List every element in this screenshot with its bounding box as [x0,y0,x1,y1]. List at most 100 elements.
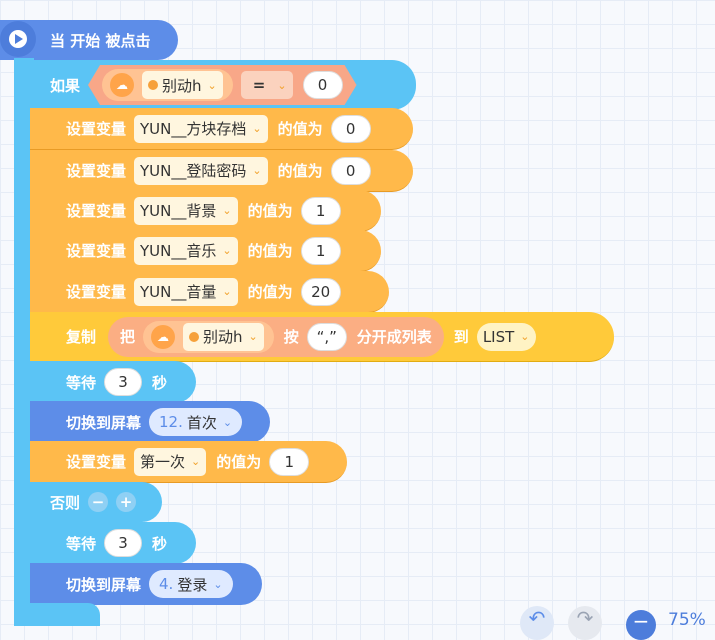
switch-screen-label: 切换到屏幕 [66,413,142,432]
else-label: 否则 [50,493,81,512]
cloud-icon: ☁ [151,324,176,349]
split-expression[interactable]: 把 ☁ 别动h ⌄ 按 “,” 分开成列表 [108,316,444,357]
add-branch-button[interactable]: + [116,492,137,512]
set-var-block-4[interactable]: 设置变量 YUN__音乐⌄ 的值为 1 [30,230,381,272]
chevron-down-icon: ⌄ [520,330,530,343]
set-var-label: 设置变量 [66,162,127,180]
set-var-label: 设置变量 [66,242,127,260]
value-of-label: 的值为 [216,453,262,471]
set-var-block-5[interactable]: 设置变量 YUN__音量⌄ 的值为 20 [30,271,389,313]
chevron-down-icon: ⌄ [277,78,287,92]
user-name-value: 别动h [203,328,243,346]
var-name: YUN__登陆密码 [140,162,247,180]
operator-dropdown[interactable]: = ⌄ [241,71,293,99]
value-of-label: 的值为 [277,120,323,138]
an-label: 按 [283,328,299,346]
else-block-header[interactable]: 否则 − + [14,482,162,522]
if-block-header[interactable]: 如果 ☁ 别动h ⌄ = ⌄ 0 [14,60,416,110]
chevron-down-icon: ⌄ [207,78,217,92]
wait-seconds-input[interactable]: 3 [104,368,143,396]
event-label: 当 开始 被点击 [50,32,151,50]
set-var-block-1[interactable]: 设置变量 YUN__方块存档 ⌄ 的值为 0 [30,108,413,150]
chevron-down-icon: ⌄ [248,330,258,343]
user-name-dropdown[interactable]: 别动h ⌄ [142,71,223,99]
if-label: 如果 [50,76,81,95]
copy-split-block[interactable]: 复制 把 ☁ 别动h ⌄ 按 “,” 分开成列表 到 LIST ⌄ [30,312,614,362]
set-var-label: 设置变量 [66,120,127,138]
var-dropdown[interactable]: 第一次 ⌄ [134,447,207,476]
chevron-down-icon: ⌄ [252,164,262,177]
var-name: YUN__音乐 [140,242,217,260]
wait-label: 等待 [66,534,97,553]
var-dropdown[interactable]: YUN__登陆密码 ⌄ [134,156,268,185]
user-name-value: 别动h [162,76,202,95]
wait-block-2[interactable]: 等待 3 秒 [30,522,196,564]
switch-screen-block-1[interactable]: 切换到屏幕 12. 首次 ⌄ [30,401,270,443]
if-body-rail [14,108,30,484]
seconds-label: 秒 [152,534,168,553]
redo-button[interactable]: ↷ [568,606,602,640]
undo-icon: ↶ [528,606,546,630]
screen-dropdown[interactable]: 12. 首次 ⌄ [149,408,243,436]
list-dropdown[interactable]: LIST ⌄ [476,322,536,351]
user-icon [189,331,200,342]
condition-hexagon[interactable]: ☁ 别动h ⌄ = ⌄ 0 [88,65,357,105]
to-label: 到 [453,328,469,346]
user-name-reporter[interactable]: ☁ 别动h ⌄ [102,69,233,101]
set-var-label: 设置变量 [66,283,127,301]
remove-branch-button[interactable]: − [88,492,109,512]
value-input[interactable]: 1 [269,447,310,476]
split-label: 分开成列表 [356,328,432,346]
set-var-label: 设置变量 [66,453,127,471]
undo-button[interactable]: ↶ [520,606,554,640]
compare-value-input[interactable]: 0 [303,71,343,99]
copy-label: 复制 [66,328,97,346]
ba-label: 把 [120,328,136,346]
user-name-reporter[interactable]: ☁ 别动h ⌄ [143,320,274,353]
chevron-down-icon: ⌄ [252,122,262,135]
cloud-icon: ☁ [110,73,134,97]
set-var-block-2[interactable]: 设置变量 YUN__登陆密码 ⌄ 的值为 0 [30,150,413,192]
wait-label: 等待 [66,373,97,392]
screen-number: 12. [159,413,183,431]
value-input[interactable]: 1 [300,236,341,265]
set-var-block-3[interactable]: 设置变量 YUN__背景 ⌄ 的值为 1 [30,190,381,232]
chevron-down-icon: ⌄ [191,455,201,468]
wait-seconds-input[interactable]: 3 [104,529,143,557]
zoom-out-button[interactable]: − [626,610,656,640]
play-icon [0,21,36,57]
var-dropdown[interactable]: YUN__方块存档 ⌄ [134,114,268,143]
chevron-down-icon: ⌄ [222,204,232,217]
operator-value: = [252,76,266,94]
set-var-label: 设置变量 [66,202,127,220]
value-input[interactable]: 20 [300,277,341,306]
screen-number: 4. [159,575,174,593]
user-icon [148,80,158,90]
if-else-end-cap [14,603,100,626]
switch-screen-block-2[interactable]: 切换到屏幕 4. 登录 ⌄ [30,563,262,605]
screen-dropdown[interactable]: 4. 登录 ⌄ [149,570,233,598]
set-first-var-block[interactable]: 设置变量 第一次 ⌄ 的值为 1 [30,441,347,483]
value-of-label: 的值为 [277,162,323,180]
separator-input[interactable]: “,” [306,322,347,351]
var-name: 第一次 [140,453,186,471]
user-name-dropdown[interactable]: 别动h ⌄ [183,322,264,351]
seconds-label: 秒 [152,373,168,392]
redo-icon: ↷ [576,606,594,630]
start-event-block[interactable]: 当 开始 被点击 [0,20,178,60]
var-dropdown[interactable]: YUN__背景 ⌄ [134,196,238,225]
var-name: YUN__背景 [140,202,217,220]
wait-block-1[interactable]: 等待 3 秒 [30,361,196,403]
screen-name: 登录 [177,575,208,594]
value-input[interactable]: 0 [330,114,371,143]
var-dropdown[interactable]: YUN__音乐⌄ [134,236,238,265]
value-input[interactable]: 1 [300,196,341,225]
var-name: YUN__方块存档 [140,120,247,138]
value-of-label: 的值为 [247,202,293,220]
var-dropdown[interactable]: YUN__音量⌄ [134,277,238,306]
chevron-down-icon: ⌄ [222,415,233,429]
value-input[interactable]: 0 [330,156,371,185]
list-name: LIST [482,327,515,346]
chevron-down-icon: ⌄ [222,285,232,298]
zoom-level: 75% [668,610,706,630]
